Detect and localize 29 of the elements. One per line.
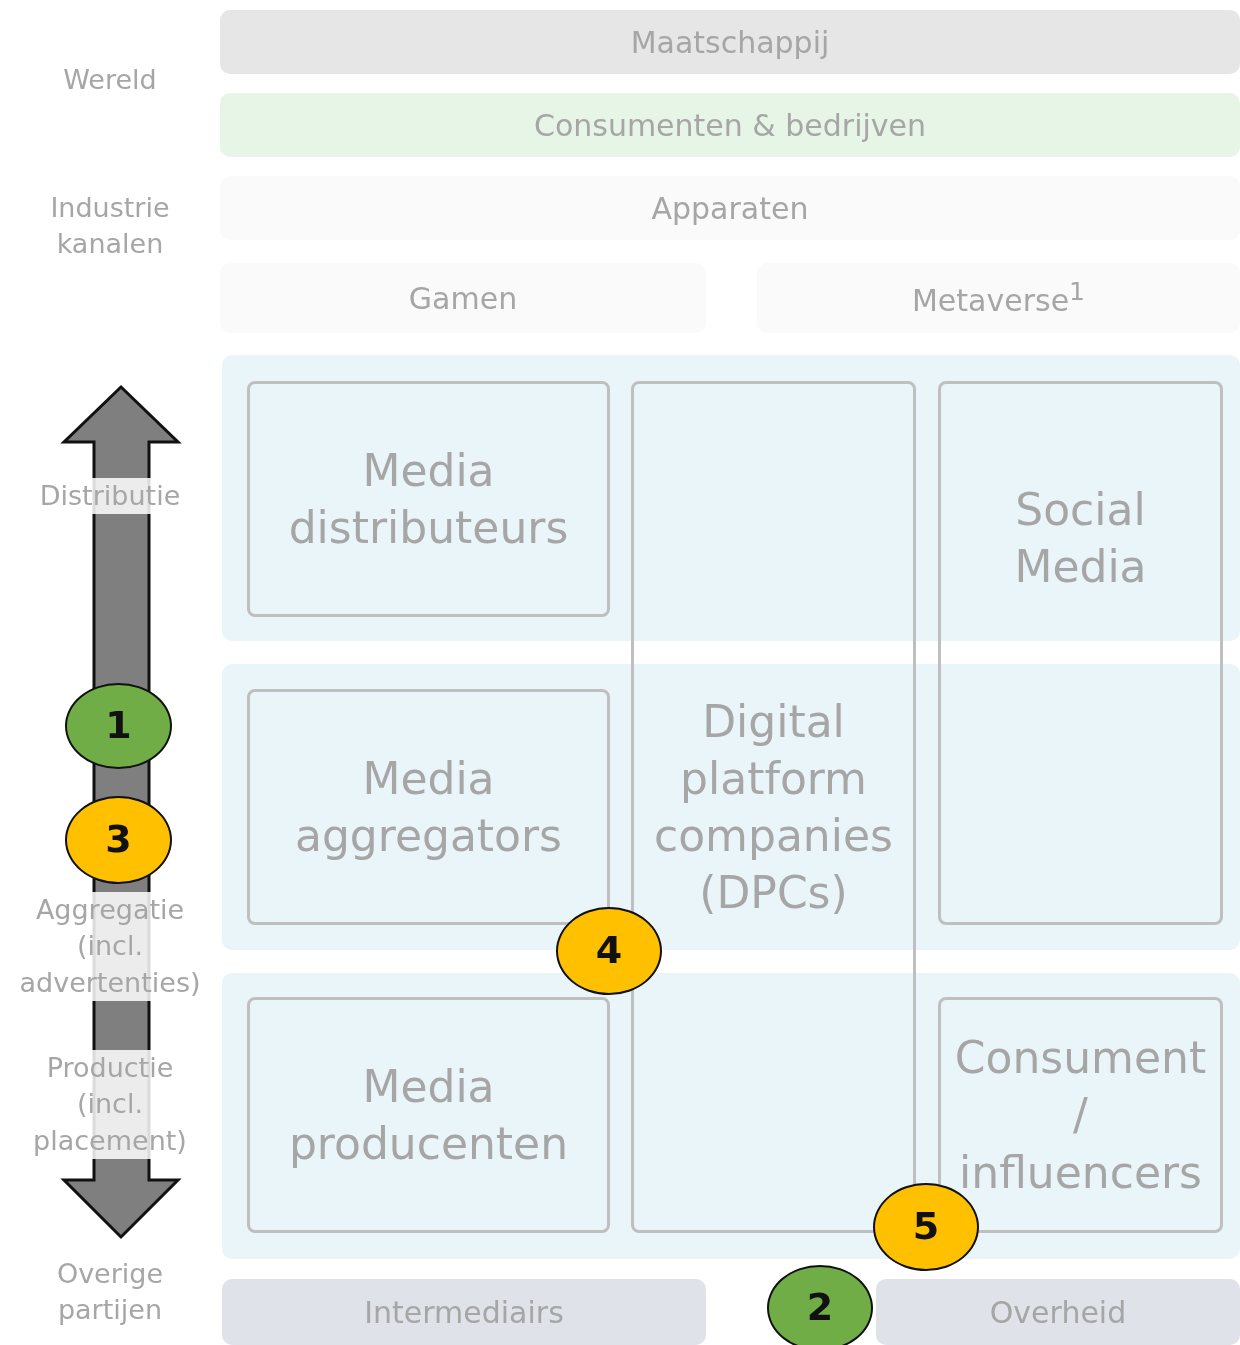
band-label: Metaverse$^{1}$: [911, 276, 1086, 320]
band-label: Intermediairs: [363, 1293, 565, 1332]
band-label: Gamen: [407, 279, 519, 318]
marker-number: 2: [805, 1284, 835, 1332]
actor-box: [631, 381, 916, 1233]
band-label: Maatschappij: [629, 23, 831, 62]
actor-label: Consument / influencers: [953, 1031, 1208, 1200]
marker-number: 5: [911, 1203, 941, 1251]
band-label: Overheid: [988, 1293, 1128, 1332]
value-chain-band: [222, 973, 1240, 1259]
marker-number: 3: [104, 816, 133, 864]
marker-number: 1: [104, 702, 133, 750]
actor-label: Media aggregators: [293, 751, 564, 863]
actor-box: [938, 381, 1223, 925]
band-label: Apparaten: [650, 189, 810, 228]
actor-label: Digital platform companies (DPCs): [653, 694, 894, 921]
party-band: [222, 1279, 706, 1345]
marker-number: 4: [594, 927, 624, 975]
layer-band: [220, 93, 1240, 157]
value-chain-band: [222, 355, 1240, 641]
actor-box: [247, 381, 610, 617]
actor-label: Media producenten: [287, 1059, 570, 1171]
actor-box: [247, 997, 610, 1233]
actor-label: Media distributeurs: [287, 443, 570, 555]
actor-box: [247, 689, 610, 925]
band-label: Consumenten & bedrijven: [532, 106, 928, 145]
layer-band: [220, 10, 1240, 74]
actor-label: Social Media: [1013, 482, 1148, 594]
party-band: [876, 1279, 1240, 1345]
